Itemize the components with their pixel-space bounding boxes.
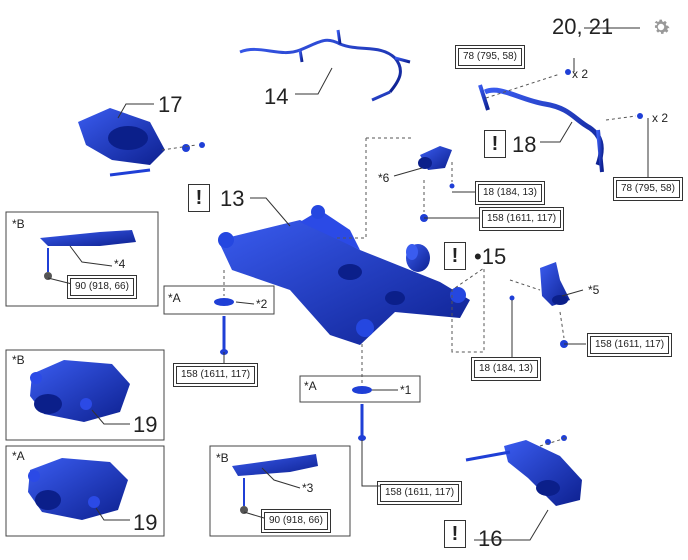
frame-b-top-left	[5, 211, 159, 307]
frame-a-19	[5, 445, 165, 537]
washer-2	[214, 298, 234, 306]
warning-icon-18: !	[484, 130, 506, 158]
arm-3	[232, 454, 318, 514]
part-label-16: 16	[478, 526, 503, 551]
bracket-6	[418, 146, 455, 222]
nut-stabilizer-right	[637, 113, 643, 119]
torque-158-upper: 158 (1611, 117)	[478, 207, 565, 231]
mark-b-19: *B	[12, 353, 25, 367]
mark-6: *6	[378, 171, 390, 185]
torque-90-top-left: 90 (918, 66)	[67, 275, 137, 299]
nut-stabilizer-top	[565, 69, 571, 75]
warning-icon-15: !	[444, 242, 466, 270]
mark-a-1: *A	[304, 379, 317, 393]
dashed-guides	[161, 73, 637, 447]
torque-90-bottom: 90 (918, 66)	[261, 509, 331, 533]
torque-78-right: 78 (795, 58)	[613, 177, 683, 201]
arm-17	[78, 108, 205, 177]
bolt-1	[358, 404, 366, 441]
arm-4	[40, 230, 136, 280]
part-label-19-b: 19	[133, 412, 158, 437]
gear-icon	[654, 19, 670, 34]
part-label-18: 18	[512, 132, 537, 157]
leader-lines	[47, 27, 649, 541]
crossmember-13	[218, 205, 470, 345]
part-label-14: 14	[264, 84, 289, 109]
stabilizer-18	[478, 84, 604, 173]
mark-1: *1	[400, 383, 412, 397]
mark-b-4: *B	[12, 217, 25, 231]
mark-a-2: *A	[168, 291, 181, 305]
wire-harness-14	[239, 29, 411, 102]
bolt-2	[220, 316, 228, 355]
frame-a-1	[299, 375, 421, 403]
washer-1	[352, 386, 372, 394]
arm-16	[465, 435, 582, 506]
frame-b-19	[5, 349, 165, 441]
torque-78-top: 78 (795, 58)	[455, 45, 525, 69]
torque-18-upper: 18 (184, 13)	[475, 181, 545, 205]
part-label-17: 17	[158, 92, 183, 117]
mark-2: *2	[256, 297, 268, 311]
warning-icon-16: !	[444, 520, 466, 548]
mark-3: *3	[302, 481, 314, 495]
mark-x2-top: x 2	[572, 67, 589, 81]
torque-158-left: 158 (1611, 117)	[172, 363, 259, 387]
mark-b-3: *B	[216, 451, 229, 465]
part-label-13: 13	[220, 186, 245, 211]
mark-4: *4	[114, 257, 126, 271]
differential-19-b	[30, 360, 130, 422]
part-label-2021: 20, 21	[552, 14, 614, 39]
frame-b-bottom	[209, 445, 351, 537]
frame-a-2	[163, 285, 275, 315]
torque-158-bottom: 158 (1611, 117)	[376, 481, 463, 505]
bushing-15	[406, 244, 430, 272]
mark-5: *5	[588, 283, 600, 297]
differential-19-a	[28, 458, 128, 520]
part-label-19-a: 19	[133, 510, 158, 535]
warning-icon-13: !	[188, 184, 210, 212]
mark-x2-right: x 2	[652, 111, 669, 125]
mark-a-19: *A	[12, 449, 25, 463]
torque-18-lower: 18 (184, 13)	[471, 357, 541, 381]
bracket-5	[509, 262, 570, 348]
part-label-15: •15	[474, 244, 507, 269]
torque-158-right: 158 (1611, 117)	[586, 333, 673, 357]
